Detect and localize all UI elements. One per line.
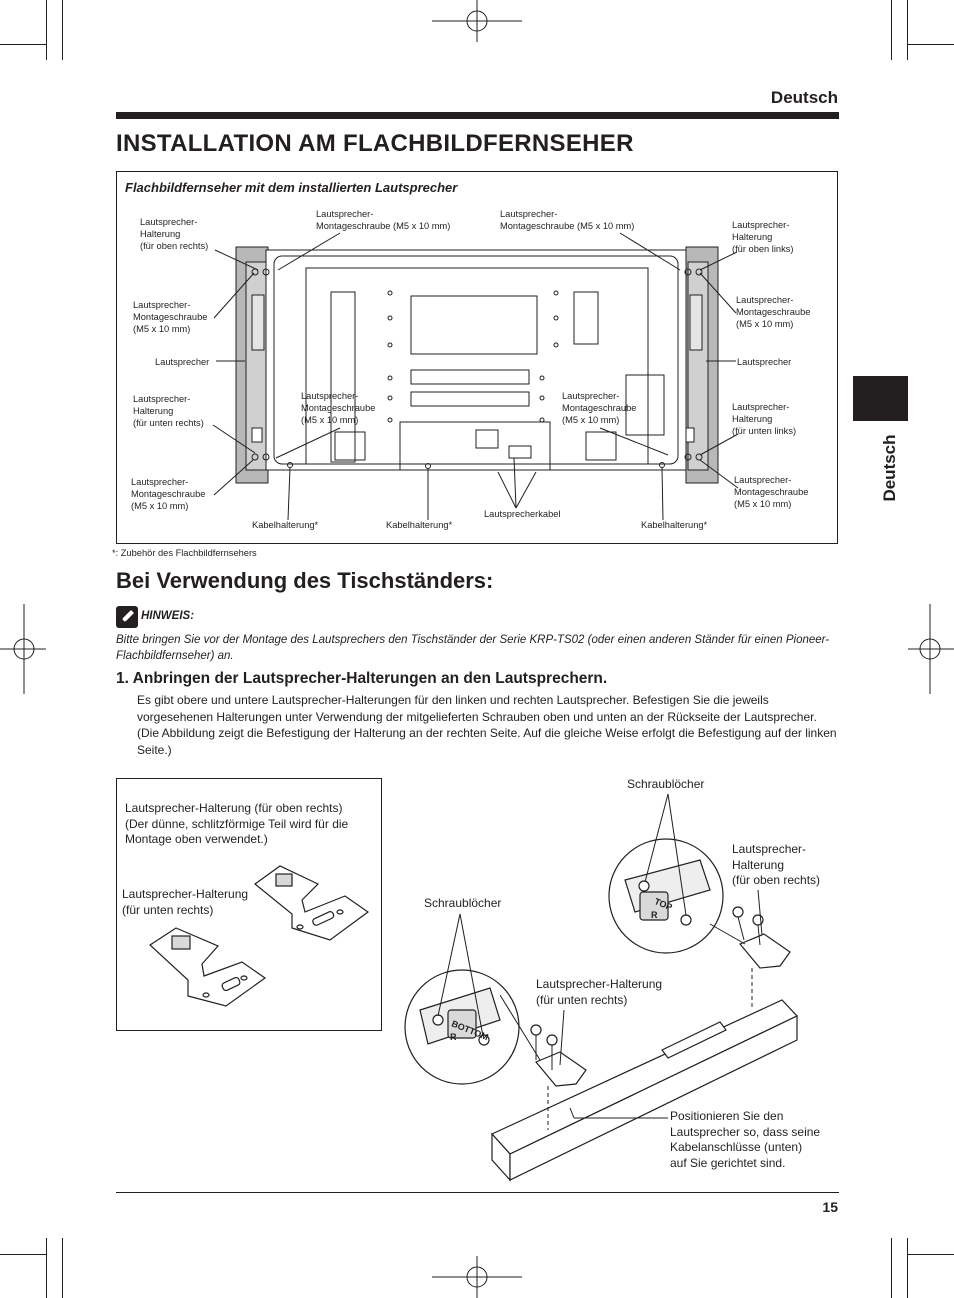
label-screw-holes: Schraublöcher: [627, 777, 705, 791]
bracket-illustration-box: [116, 778, 382, 1031]
label-right-screw-lower: Lautsprecher- Montageschraube (M5 x 10 m…: [734, 475, 809, 509]
r-mark: R: [651, 910, 658, 920]
label-bottom-left-bracket: Lautsprecher- Halterung (für unten recht…: [133, 394, 204, 428]
note-text: Bitte bringen Sie vor der Montage des La…: [116, 634, 830, 662]
label-screw-holes: Schraublöcher: [424, 896, 502, 910]
label-left-screw-upper: Lautsprecher- Montageschraube (M5 x 10 m…: [133, 300, 208, 334]
section-title: Bei Verwendung des Tischständers:: [116, 568, 494, 593]
language-header: Deutsch: [770, 88, 838, 107]
page-title: INSTALLATION AM FLACHBILDFERNSEHER: [116, 130, 634, 157]
r-mark: R: [450, 1032, 457, 1042]
label-upper-bracket: Lautsprecher-Halterung (für oben rechts)…: [125, 801, 349, 846]
label-speaker-left: Lautsprecher: [155, 357, 210, 367]
title-rule: [116, 112, 839, 119]
label-positioning: Positionieren Sie den Lautsprecher so, d…: [670, 1109, 821, 1170]
figure-title: Flachbildfernseher mit dem installierten…: [125, 180, 458, 195]
label-top-left-bracket: Lautsprecher- Halterung (für oben rechts…: [140, 217, 209, 251]
step-title: 1. Anbringen der Lautsprecher-Halterunge…: [116, 670, 608, 687]
label-bottom-right-bracket: Lautsprecher- Halterung (für unten links…: [732, 402, 797, 436]
label-right-screw-upper: Lautsprecher- Montageschraube (M5 x 10 m…: [736, 295, 811, 329]
label-top-right-bracket: Lautsprecher- Halterung (für oben links): [732, 220, 794, 254]
step-body: Es gibt obere und untere Lautsprecher-Ha…: [137, 693, 837, 757]
footnote: *: Zubehör des Flachbildfernsehers: [112, 548, 257, 558]
footer-rule: [116, 1192, 839, 1193]
label-top-screw-left: Lautsprecher- Montageschraube (M5 x 10 m…: [316, 209, 451, 231]
label-top-screw-right: Lautsprecher- Montageschraube (M5 x 10 m…: [500, 209, 635, 231]
pencil-note-icon: [116, 606, 138, 628]
label-cable-holder: Kabelhalterung*: [641, 520, 708, 530]
label-speaker-right: Lautsprecher: [737, 357, 792, 367]
label-cable-holder: Kabelhalterung*: [386, 520, 453, 530]
label-mid-screw-right: Lautsprecher- Montageschraube (M5 x 10 m…: [562, 391, 637, 425]
label-mid-screw-left: Lautsprecher- Montageschraube (M5 x 10 m…: [301, 391, 376, 425]
side-tab: [853, 376, 908, 421]
label-cable-holder: Kabelhalterung*: [252, 520, 319, 530]
label-speaker-cable: Lautsprecherkabel: [484, 509, 561, 519]
page-number: 15: [822, 1199, 838, 1215]
figure-tv-back: [116, 171, 838, 544]
label-bracket-top-right: Lautsprecher- Halterung (für oben rechts…: [732, 842, 821, 887]
label-left-screw-lower: Lautsprecher- Montageschraube (M5 x 10 m…: [131, 477, 206, 511]
note-label: HINWEIS:: [141, 610, 195, 622]
label-bracket-bottom-right: Lautsprecher-Halterung (für unten rechts…: [536, 977, 663, 1007]
label-lower-bracket: Lautsprecher-Halterung (für unten rechts…: [122, 887, 249, 917]
